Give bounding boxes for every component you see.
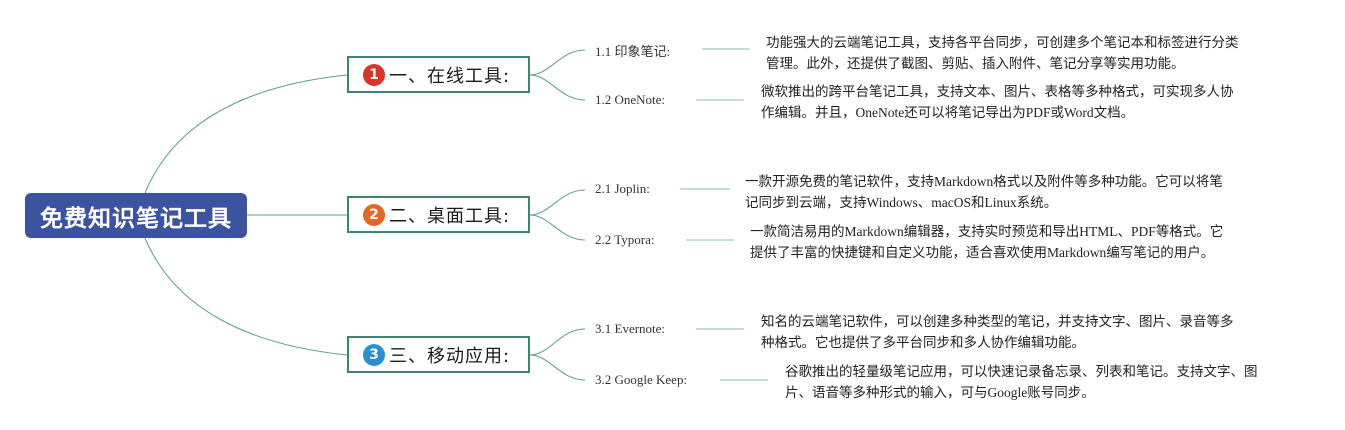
leaf-description: 微软推出的跨平台笔记工具，支持文本、图片、表格等多种格式，可实现多人协 作编辑。… [761, 81, 1281, 123]
connector-b2-leaf2 [529, 214, 586, 241]
description-line: 记同步到云端，支持Windows、macOS和Linux系统。 [745, 195, 1058, 210]
description-line: 管理。此外，还提供了截图、剪贴、插入附件、笔记分享等实用功能。 [766, 56, 1185, 71]
number-badge-icon: 2 [363, 203, 385, 226]
description-line: 种格式。它也提供了多平台同步和多人协作编辑功能。 [761, 335, 1085, 350]
description-line: 一款开源免费的笔记软件，支持Markdown格式以及附件等多种功能。它可以将笔 [745, 174, 1223, 189]
branch-label: 一、在线工具: [389, 65, 511, 87]
leaf-title[interactable]: 2.2 Typora: [595, 232, 655, 247]
branch-online-tools[interactable]: 1 一、在线工具: [347, 56, 530, 93]
leaf-title[interactable]: 3.2 Google Keep: [595, 372, 688, 387]
description-line: 谷歌推出的轻量级笔记应用，可以快速记录备忘录、列表和笔记。支持文字、图 [785, 364, 1258, 379]
connector-b1-leaf2 [529, 74, 586, 101]
leaf-description: 一款开源免费的笔记软件，支持Markdown格式以及附件等多种功能。它可以将笔 … [745, 171, 1265, 213]
description-line: 功能强大的云端笔记工具，支持各平台同步，可创建多个笔记本和标签进行分类 [766, 35, 1239, 50]
connector-b2-leaf1 [529, 189, 586, 216]
connector-b3-leaf2 [529, 354, 586, 381]
number-badge-icon: 1 [363, 63, 385, 86]
leaf-title[interactable]: 3.1 Evernote: [595, 321, 666, 336]
number-badge-icon: 3 [363, 343, 385, 366]
description-line: 提供了丰富的快捷键和自定义功能，适合喜欢使用Markdown编写笔记的用户。 [750, 245, 1215, 260]
branch-label: 二、桌面工具: [389, 205, 511, 227]
connector-b1-leaf1 [529, 49, 586, 76]
leaf-description: 功能强大的云端笔记工具，支持各平台同步，可创建多个笔记本和标签进行分类 管理。此… [766, 32, 1286, 74]
connector-root-branch-3 [144, 237, 348, 356]
branch-mobile-apps[interactable]: 3 三、移动应用: [347, 336, 530, 373]
root-node[interactable]: 免费知识笔记工具 [25, 193, 247, 238]
connector-root-branch-1 [144, 74, 348, 194]
description-line: 一款简洁易用的Markdown编辑器，支持实时预览和导出HTML、PDF等格式。… [750, 224, 1224, 239]
leaf-title[interactable]: 2.1 Joplin: [595, 181, 650, 196]
root-title: 免费知识笔记工具 [40, 205, 232, 232]
description-line: 微软推出的跨平台笔记工具，支持文本、图片、表格等多种格式，可实现多人协 [761, 84, 1234, 99]
description-line: 作编辑。并且，OneNote还可以将笔记导出为PDF或Word文档。 [761, 105, 1135, 120]
leaf-description: 一款简洁易用的Markdown编辑器，支持实时预览和导出HTML、PDF等格式。… [750, 221, 1270, 263]
leaf-title[interactable]: 1.2 OneNote: [595, 92, 666, 107]
leaf-title[interactable]: 1.1 印象笔记: [595, 44, 671, 59]
leaf-description: 知名的云端笔记软件，可以创建多种类型的笔记，并支持文字、图片、录音等多 种格式。… [761, 311, 1281, 353]
connector-b3-leaf1 [529, 328, 586, 356]
branch-label: 三、移动应用: [389, 345, 511, 367]
branch-desktop-tools[interactable]: 2 二、桌面工具: [347, 196, 530, 233]
description-line: 知名的云端笔记软件，可以创建多种类型的笔记，并支持文字、图片、录音等多 [761, 314, 1234, 329]
leaf-description: 谷歌推出的轻量级笔记应用，可以快速记录备忘录、列表和笔记。支持文字、图 片、语音… [785, 361, 1305, 403]
description-line: 片、语音等多种形式的输入，可与Google账号同步。 [785, 385, 1095, 400]
